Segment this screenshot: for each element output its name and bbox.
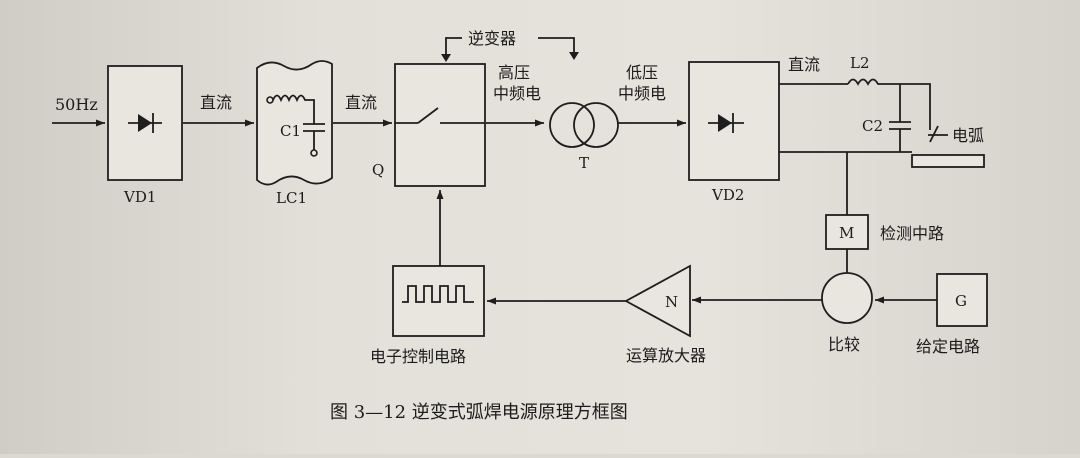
vd1-block bbox=[107, 65, 183, 181]
electrode-wire bbox=[900, 83, 931, 130]
compare-icon bbox=[821, 272, 873, 324]
inverter-bracket-right bbox=[538, 37, 575, 56]
inverter-label: 逆变器 bbox=[468, 29, 516, 48]
hv-label-1: 高压 bbox=[498, 63, 530, 82]
vd2-label: VD2 bbox=[711, 186, 744, 204]
detect-label: 检测中路 bbox=[880, 224, 944, 243]
control-label: 电子控制电路 bbox=[370, 347, 466, 366]
dc-label-2: 直流 bbox=[345, 93, 377, 112]
t-label: T bbox=[579, 154, 589, 172]
dc-label-3: 直流 bbox=[788, 55, 820, 74]
terminal-icon bbox=[266, 96, 274, 104]
c1-label: C1 bbox=[280, 122, 301, 140]
pulse-wave-icon bbox=[402, 285, 474, 303]
q-label: Q bbox=[372, 161, 384, 179]
workpiece-icon bbox=[911, 154, 985, 168]
opamp-icon bbox=[624, 264, 691, 338]
inductor-icon bbox=[847, 78, 900, 86]
arc-label: 电弧 bbox=[952, 126, 984, 145]
input-freq-label: 50Hz bbox=[55, 95, 98, 114]
n-label: N bbox=[665, 293, 678, 311]
lv-label-2: 中频电 bbox=[618, 84, 666, 103]
vd1-label: VD1 bbox=[123, 188, 156, 206]
c2-label: C2 bbox=[862, 117, 883, 135]
vd2-block bbox=[688, 61, 780, 181]
inductor-icon bbox=[272, 94, 315, 124]
m-label: M bbox=[839, 224, 854, 242]
g-label: G bbox=[955, 292, 967, 310]
diode-icon bbox=[718, 114, 732, 132]
electrode-icon bbox=[929, 125, 939, 143]
opamp-label: 运算放大器 bbox=[626, 346, 706, 365]
figure-caption: 图 3—12 逆变式弧焊电源原理方框图 bbox=[330, 402, 628, 423]
dc-label-1: 直流 bbox=[200, 93, 232, 112]
setpoint-label: 给定电路 bbox=[916, 337, 980, 356]
switch-icon bbox=[417, 107, 439, 124]
lc1-block bbox=[256, 60, 333, 186]
control-block bbox=[392, 265, 485, 337]
lv-label-1: 低压 bbox=[626, 63, 658, 82]
hv-label-2: 中频电 bbox=[493, 84, 541, 103]
diode-icon bbox=[138, 114, 152, 132]
g-block bbox=[936, 273, 988, 327]
transformer-icon bbox=[549, 102, 619, 148]
m-block bbox=[825, 214, 869, 250]
l2-label: L2 bbox=[850, 54, 870, 72]
inverter-block bbox=[394, 63, 486, 187]
lc1-label: LC1 bbox=[276, 189, 307, 207]
inverter-bracket-left bbox=[445, 37, 462, 58]
compare-label: 比较 bbox=[828, 335, 860, 354]
